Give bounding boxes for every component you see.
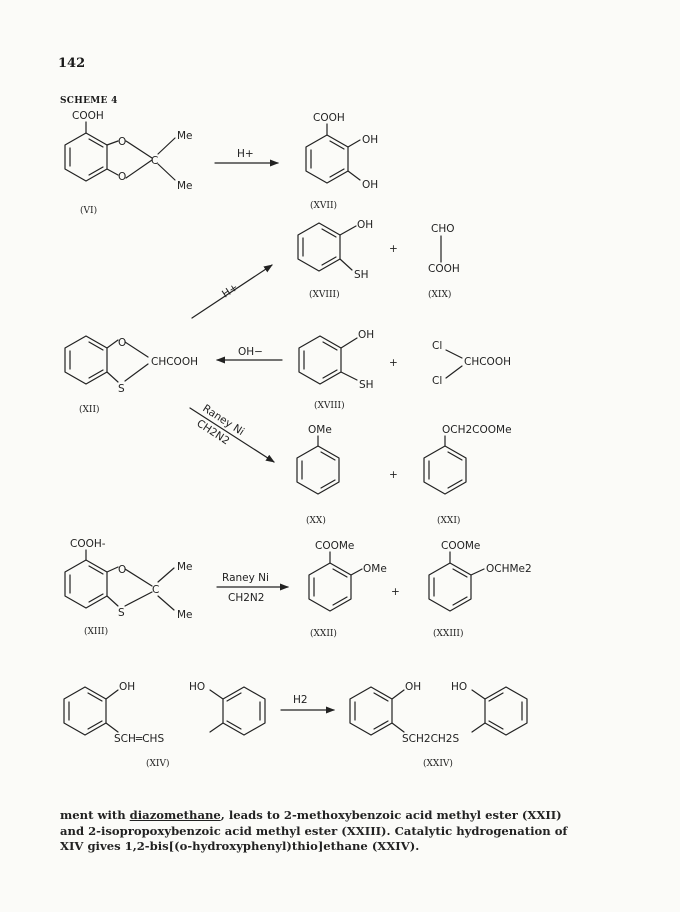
compound-number: (XIV)	[146, 758, 169, 769]
atom-label: CHCOOH	[151, 356, 198, 368]
atom-label: HO	[189, 681, 205, 693]
plus-sign: +	[389, 469, 398, 481]
atom-label: Cl	[432, 340, 442, 352]
atom-label: OMe	[363, 563, 387, 575]
compound-number: (XIX)	[428, 289, 451, 300]
structure-xxii	[308, 551, 363, 612]
atom-label: S	[118, 383, 125, 395]
structure-xii	[64, 335, 149, 385]
atom-label: C	[152, 584, 159, 596]
atom-label: COOH	[313, 112, 345, 124]
plus-sign: +	[389, 243, 398, 255]
reagent-label: H+	[237, 148, 254, 160]
atom-label: SH	[354, 269, 369, 281]
structure-xiii	[64, 549, 175, 611]
atom-label: OH	[405, 681, 421, 693]
atom-label: COOMe	[441, 540, 480, 552]
atom-label: COOH	[428, 263, 460, 275]
structure-xviii-mid	[298, 335, 358, 385]
compound-number: (XXIV)	[423, 758, 453, 769]
atom-label: O	[118, 136, 126, 148]
reaction-scheme: COOH O O C Me Me COOH OH OH OH SH + CHO …	[63, 110, 532, 769]
compound-number: (XVIII)	[314, 400, 345, 411]
compound-number: (XII)	[79, 404, 100, 415]
structure-xxiv	[349, 686, 528, 736]
atom-label: OH	[357, 219, 373, 231]
compound-number: (VI)	[80, 205, 97, 216]
atom-label: Me	[177, 609, 193, 621]
atom-label: COOH-	[70, 538, 106, 550]
body-line: XIV gives 1,2-bis[(o-hydroxyphenyl)thio]…	[60, 839, 420, 853]
atom-label: SCH2CH2S	[402, 733, 459, 745]
atom-label: SH	[359, 379, 374, 391]
atom-label: Cl	[432, 375, 442, 387]
body-line: and 2-isopropoxybenzoic acid methyl este…	[60, 823, 568, 838]
atom-label: OH	[362, 179, 378, 191]
structure-xx	[296, 435, 340, 495]
reagent-label: OH−	[238, 346, 263, 358]
reagent-label: Raney Ni	[222, 572, 269, 584]
atom-label: S	[118, 607, 125, 619]
atom-label: CHO	[431, 223, 455, 235]
body-paragraph: ment with diazomethane, leads to 2-metho…	[60, 808, 630, 855]
atom-label: SCH═CHS	[114, 733, 164, 745]
atom-label: OMe	[308, 424, 332, 436]
structure-xxiii	[428, 551, 485, 612]
atom-label: OH	[119, 681, 135, 693]
atom-label: C	[151, 155, 158, 167]
structure-vi	[64, 121, 176, 182]
atom-label: Me	[177, 180, 193, 192]
structure-dichloroacetic	[445, 349, 463, 379]
compound-number: (XXII)	[310, 628, 337, 639]
scheme-title: SCHEME 4	[60, 96, 118, 106]
reagent-label: CH2N2	[228, 592, 264, 604]
atom-label: Me	[177, 561, 193, 573]
atom-label: COOH	[72, 110, 104, 122]
compound-number: (XXI)	[437, 515, 460, 526]
structure-xxi	[423, 435, 467, 495]
plus-sign: +	[391, 586, 400, 598]
atom-label: O	[118, 171, 126, 183]
atom-label: OH	[358, 329, 374, 341]
atom-label: Me	[177, 130, 193, 142]
atom-label: OH	[362, 134, 378, 146]
compound-number: (XX)	[306, 515, 326, 526]
page-number: 142	[58, 56, 86, 71]
compound-number: (XXIII)	[433, 628, 464, 639]
body-line: ment with diazomethane, leads to 2-metho…	[60, 808, 562, 822]
atom-label: HO	[451, 681, 467, 693]
structure-xvii	[305, 123, 361, 184]
compound-number: (XVII)	[310, 200, 337, 211]
compound-number: (XVIII)	[309, 289, 340, 300]
structure-xviii-top	[297, 222, 357, 272]
compound-number: (XIII)	[84, 626, 108, 637]
atom-label: CHCOOH	[464, 356, 511, 368]
atom-label: O	[118, 337, 126, 349]
arrow-h-plus	[191, 264, 273, 319]
atom-label: OCH2COOMe	[442, 424, 512, 436]
atom-label: COOMe	[315, 540, 354, 552]
reagent-label: H2	[293, 694, 308, 706]
plus-sign: +	[389, 357, 398, 369]
arrow-raney-ni	[189, 407, 275, 463]
atom-label: O	[118, 564, 126, 576]
atom-label: OCHMe2	[486, 563, 532, 575]
structure-xiv	[63, 686, 266, 736]
